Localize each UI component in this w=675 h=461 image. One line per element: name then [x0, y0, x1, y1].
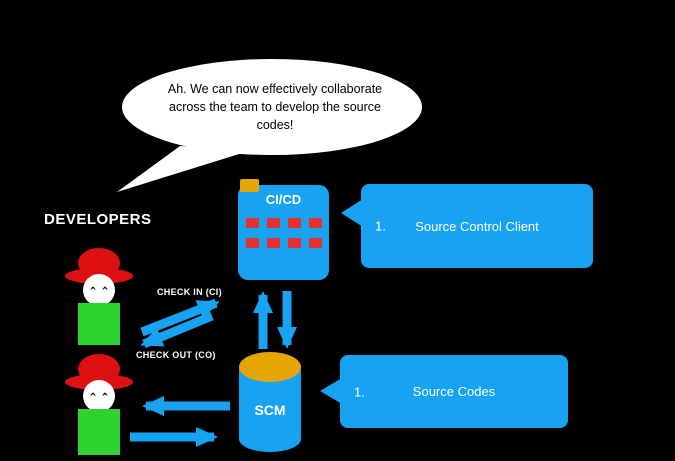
- callout-tail-source-codes: [320, 378, 342, 404]
- check-in-arrow: [140, 298, 220, 337]
- cicd-led-icon: [245, 238, 259, 248]
- callout-label: Source Control Client: [415, 218, 539, 234]
- scm-label: SCM: [254, 402, 286, 418]
- developer-body: [78, 303, 120, 345]
- cicd-led-icon: [266, 218, 280, 228]
- developer-face-eyes: ^ ^: [90, 286, 108, 297]
- developer-face: [83, 380, 115, 412]
- speech-bubble: [122, 59, 422, 155]
- developer-face: [83, 274, 115, 306]
- developer-figure-2: ^ ^: [65, 354, 133, 455]
- cicd-box: CI/CD: [238, 185, 329, 280]
- developer-figure-1: ^ ^: [65, 248, 133, 345]
- cicd-led-icon: [266, 238, 280, 248]
- developer-face-eyes: ^ ^: [90, 392, 108, 403]
- callout-source-codes: 1. Source Codes: [340, 355, 568, 428]
- scm-cylinder: [239, 352, 301, 452]
- check-in-label: CHECK IN (CI): [157, 287, 222, 297]
- check-out-label: CHECK OUT (CO): [136, 350, 216, 360]
- speech-bubble-tail: [117, 146, 252, 192]
- callout-number: 1.: [354, 384, 365, 399]
- cicd-led-icon: [308, 218, 322, 228]
- developer-body: [78, 409, 120, 455]
- cicd-led-icon: [287, 238, 301, 248]
- speech-bubble-text: Ah. We can now effectively collaborate a…: [167, 82, 383, 133]
- check-out-arrow: [140, 311, 214, 349]
- cicd-led-grid: [238, 218, 329, 248]
- cicd-tab-icon: [240, 179, 259, 192]
- callout-tail-source-control-client: [341, 199, 363, 227]
- cicd-led-icon: [287, 218, 301, 228]
- developers-label: DEVELOPERS: [44, 211, 152, 228]
- callout-source-control-client: 1. Source Control Client: [361, 184, 593, 268]
- cicd-title: CI/CD: [265, 192, 302, 207]
- cicd-led-icon: [308, 238, 322, 248]
- cicd-led-icon: [245, 218, 259, 228]
- callout-label: Source Codes: [412, 384, 496, 399]
- scm-cylinder-top: [239, 352, 301, 382]
- callout-number: 1.: [375, 218, 386, 234]
